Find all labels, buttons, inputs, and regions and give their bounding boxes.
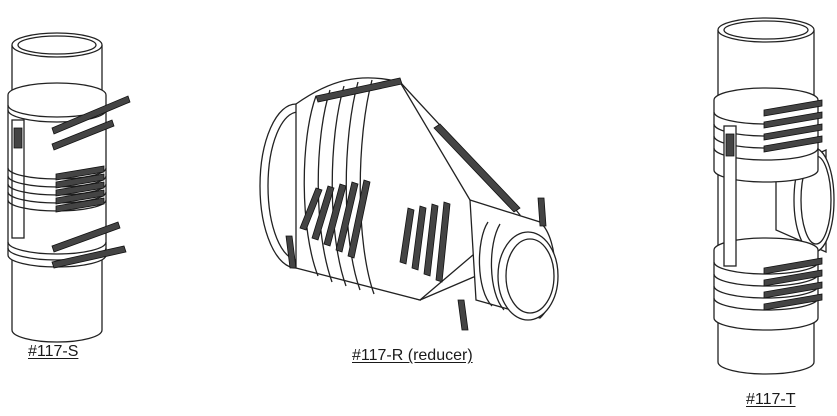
- strap-group-lower-t: [763, 257, 823, 311]
- seam-plate-s: [11, 119, 25, 239]
- figure-117-s: [7, 32, 131, 343]
- figure-117-t: [713, 17, 835, 375]
- strap-group-top-s: [51, 95, 131, 151]
- strap-group-large-r: [285, 179, 371, 269]
- tee-seam-plate: [723, 125, 737, 267]
- strap-group-mid-s: [55, 165, 105, 213]
- pipe-end-s: [11, 32, 103, 58]
- reducer-small-end: [497, 231, 559, 321]
- tee-run-end: [717, 17, 815, 43]
- caption-117-s: #117-S: [28, 343, 79, 360]
- figure-117-r: [259, 77, 559, 331]
- reducer-top-strap: [315, 77, 403, 103]
- strap-group-small-r: [399, 197, 547, 331]
- strap-group-bottom-s: [51, 221, 127, 269]
- caption-117-r-reducer: #117-R (reducer): [352, 347, 473, 364]
- caption-117-t: #117-T: [746, 391, 796, 408]
- strap-group-upper-t: [763, 99, 823, 153]
